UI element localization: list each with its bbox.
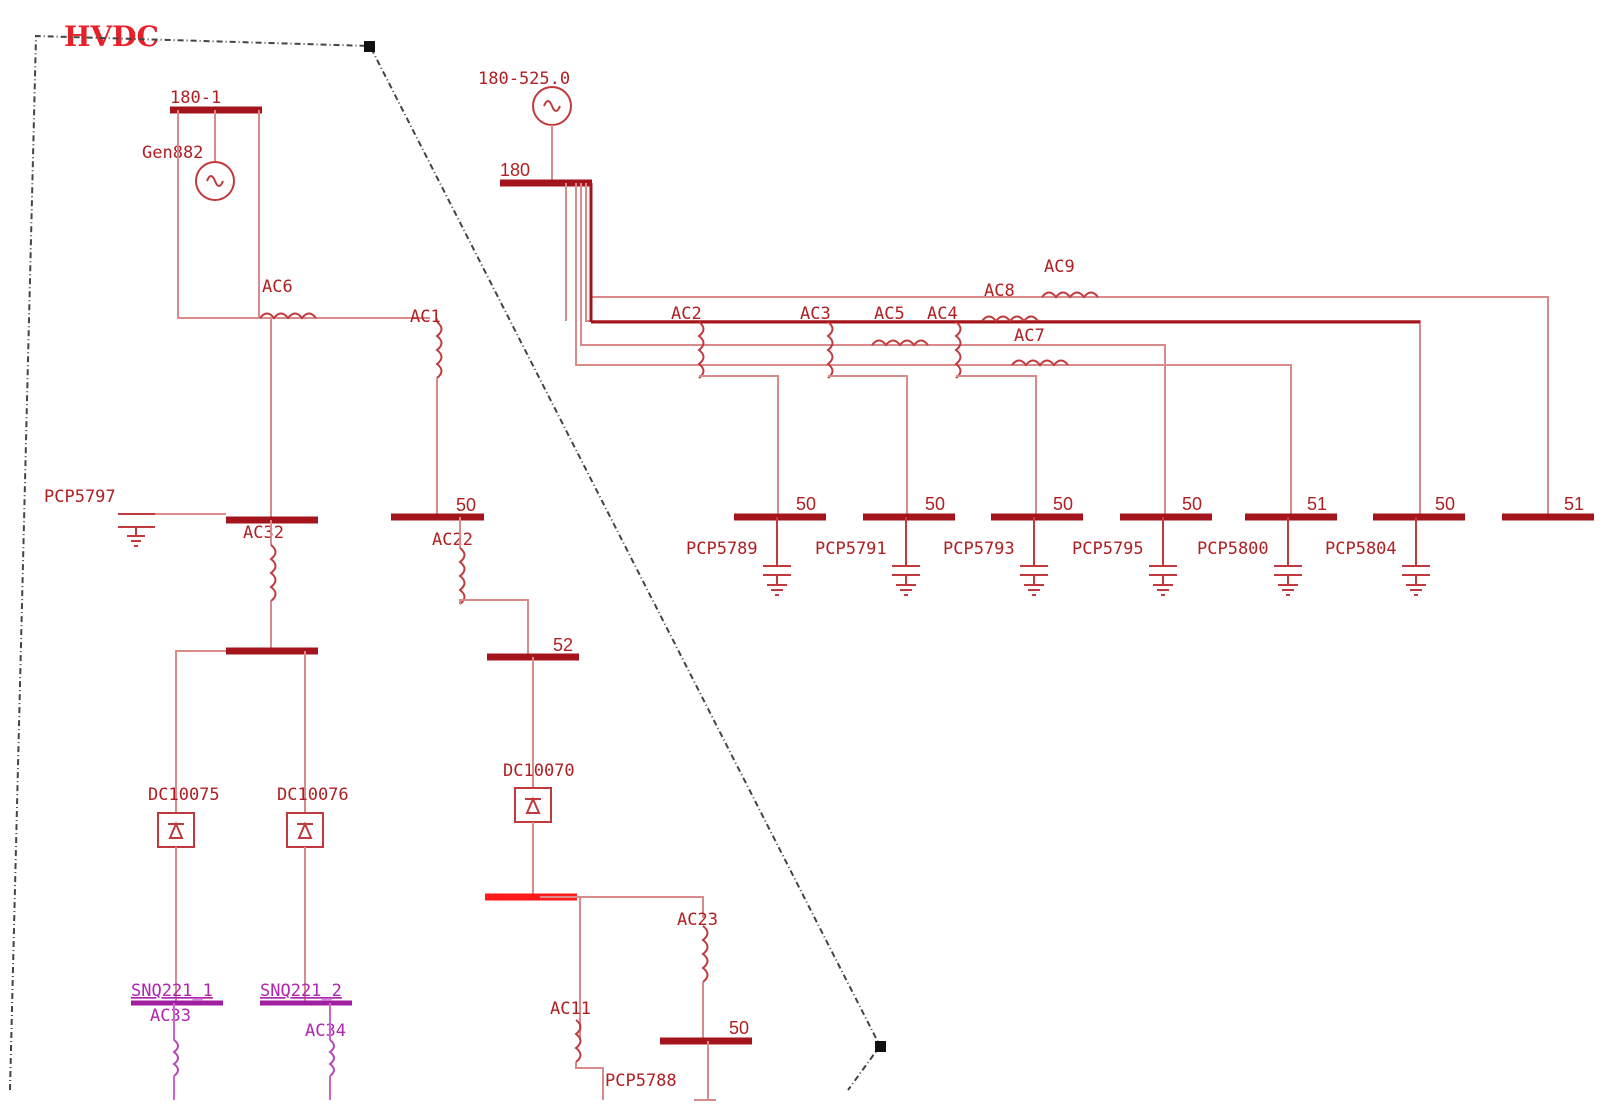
inductor-icon[interactable] [1041,291,1099,299]
inductor-icon[interactable] [826,321,834,379]
wire-ac3-out [828,375,908,517]
inductor-icon[interactable] [981,315,1039,323]
ac2-label: AC2 [671,304,702,324]
capacitor-ground-icon[interactable] [1402,517,1430,596]
ac23-label: AC23 [677,910,718,930]
inductor-icon[interactable] [701,925,709,983]
ac5-label: AC5 [874,304,905,324]
snq221-1-label: SNQ221_1 [131,981,213,1001]
selection-outline[interactable] [9,34,886,1091]
feeder-ac9 [590,183,1549,517]
capacitor-label: PCP5791 [815,539,887,559]
inductor-icon[interactable] [435,321,443,379]
capacitor-label: PCP5804 [1325,539,1397,559]
capacitor-label: PCP5793 [943,539,1015,559]
ac32-label: AC32 [243,523,284,543]
selection-handle-bottom[interactable] [875,1041,886,1052]
ac7-label: AC7 [1014,326,1045,346]
inductor-icon[interactable] [1011,359,1069,367]
inductor-icon[interactable] [172,1039,179,1077]
inductor-icon[interactable] [259,312,317,320]
bus-50-left-label: 50 [456,495,476,515]
capacitor-label: PCP5789 [686,539,758,559]
ac33-label: AC33 [150,1006,191,1026]
bus-52-label: 52 [553,635,573,655]
ac22-label: AC22 [432,530,473,550]
generator-icon[interactable] [532,86,572,126]
wire-dc10075 [175,650,226,813]
dc10075-label: DC10075 [148,785,220,805]
pcp5788-label: PCP5788 [605,1071,677,1091]
bus-180-label: 180 [500,160,530,180]
wire-ac2-out [699,375,779,517]
ac4-label: AC4 [927,304,958,324]
rectifier-icon[interactable] [286,812,324,848]
inductor-icon[interactable] [574,1019,582,1063]
dc10076-label: DC10076 [277,785,349,805]
ac6-label: AC6 [262,277,293,297]
selection-handle-top[interactable] [364,41,375,52]
generator-icon[interactable] [195,161,235,201]
feeder-ac7 [575,183,1292,517]
rectifier-icon[interactable] [157,812,195,848]
pcp5797-label: PCP5797 [44,487,116,507]
feeder-ac5 [580,183,1166,517]
wire-ac4-out [956,375,1037,517]
bus-label: 50 [925,494,945,514]
left-section: 180-1 Gen882 AC6 AC1 AC32 PCP5797 [44,88,752,1101]
capacitor-ground-icon[interactable] [892,517,920,596]
inductor-icon[interactable] [328,1039,335,1077]
wire-180-1-left [177,110,260,319]
wire-to-ac23 [540,896,704,918]
snq221-2-label: SNQ221_2 [260,981,342,1001]
diagram-title: HVDC [64,20,159,53]
bus-label: 51 [1307,494,1327,514]
capacitor-ground-icon[interactable] [763,517,791,596]
inductor-icon[interactable] [871,339,929,347]
wire-ac22-to-52 [459,599,529,657]
selection-outline-line [9,34,882,1091]
bus-label: 50 [1053,494,1073,514]
rectifier-icon[interactable] [514,787,552,823]
bus-label: 50 [1182,494,1202,514]
right-bus[interactable]: 51 [1502,494,1594,521]
bus-label: 50 [796,494,816,514]
wire-ac11-bottom [575,1062,604,1100]
right-section: 180-525.0 180 AC2 AC3 AC5 AC4 [478,69,1594,596]
bus-50-bottom-label: 50 [729,1018,749,1038]
ac9-label: AC9 [1044,257,1075,277]
capacitor-ground-icon[interactable] [1020,517,1048,596]
feeder-ac8 [585,183,1421,517]
bus-label: 51 [1564,494,1584,514]
capacitor-ground-icon[interactable] [1274,517,1302,596]
ac3-label: AC3 [800,304,831,324]
capacitor-label: PCP5795 [1072,539,1144,559]
capacitor-ground-icon[interactable] [118,513,155,547]
ac11-label: AC11 [550,999,591,1019]
ac1-label: AC1 [410,307,441,327]
inductor-icon[interactable] [269,544,277,602]
dc10070-label: DC10070 [503,761,575,781]
inductor-icon[interactable] [697,321,705,379]
gen882-label: Gen882 [142,143,203,163]
right-bus-row: 50PCP578950PCP579150PCP579350PCP579551PC… [686,494,1594,596]
ac34-label: AC34 [305,1021,346,1041]
bus-180-1-label: 180-1 [170,88,221,108]
inductor-icon[interactable] [458,547,466,605]
ac8-label: AC8 [984,281,1015,301]
gen-180-525-label: 180-525.0 [478,69,570,89]
capacitor-ground-icon[interactable] [1149,517,1177,596]
capacitor-label: PCP5800 [1197,539,1269,559]
inductor-icon[interactable] [954,321,962,379]
bus-label: 50 [1435,494,1455,514]
